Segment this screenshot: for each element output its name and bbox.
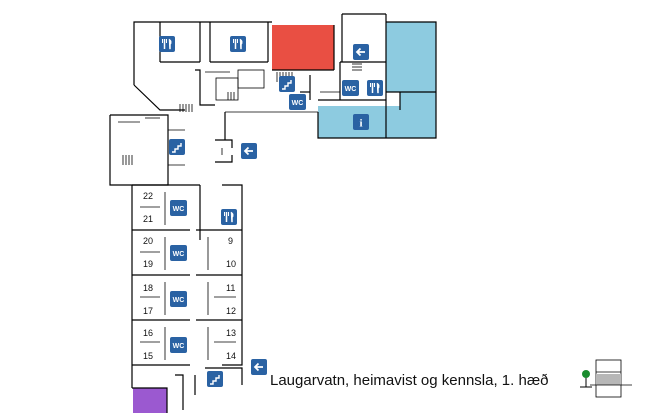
wc-icon[interactable]: WC: [289, 94, 306, 110]
restaurant-icon[interactable]: [367, 80, 383, 96]
wc-icon[interactable]: WC: [170, 200, 187, 216]
svg-text:WC: WC: [173, 297, 185, 304]
you-are-here-marker: [582, 370, 590, 378]
svg-text:WC: WC: [173, 206, 185, 213]
room-number-15: 15: [143, 351, 153, 361]
stairs-icon[interactable]: [279, 76, 295, 92]
room-numbers: 22 21 20 19 18 17 16 15 9 10 11 12 13 14: [143, 191, 236, 361]
svg-text:WC: WC: [292, 100, 304, 107]
room-number-9: 9: [228, 236, 233, 246]
room-number-11: 11: [226, 283, 235, 293]
highlighted-room-purple[interactable]: [133, 388, 167, 413]
room-number-14: 14: [226, 351, 236, 361]
south-wing-walls: [131, 184, 243, 413]
current-floor-indicator: [596, 374, 621, 385]
room-number-22: 22: [143, 191, 153, 201]
building-key-legend: [580, 359, 632, 398]
restaurant-icon[interactable]: [159, 36, 175, 52]
map-title: Laugarvatn, heimavist og kennsla, 1. hæð: [270, 372, 549, 389]
svg-text:WC: WC: [173, 343, 185, 350]
stairs-icon[interactable]: [169, 139, 185, 155]
room-number-19: 19: [143, 259, 153, 269]
central-corridor-walls: [199, 139, 233, 240]
restaurant-icon[interactable]: [230, 36, 246, 52]
room-number-16: 16: [143, 328, 153, 338]
exit-arrow-icon[interactable]: [353, 44, 369, 60]
north-wing-walls: [133, 13, 437, 140]
highlighted-room-blue-lower[interactable]: [400, 92, 436, 138]
exit-arrow-icon[interactable]: [241, 143, 257, 159]
svg-text:i: i: [359, 118, 362, 130]
wc-icon[interactable]: WC: [170, 245, 187, 261]
highlighted-room-red[interactable]: [272, 25, 334, 70]
info-icon[interactable]: i: [353, 114, 369, 130]
svg-text:WC: WC: [173, 251, 185, 258]
room-number-13: 13: [226, 328, 236, 338]
room-number-17: 17: [143, 306, 153, 316]
exit-arrow-icon[interactable]: [251, 359, 267, 375]
svg-text:WC: WC: [345, 86, 357, 93]
room-number-12: 12: [226, 306, 236, 316]
room-number-21: 21: [143, 214, 153, 224]
wc-icon[interactable]: WC: [170, 291, 187, 307]
room-number-20: 20: [143, 236, 153, 246]
stairs-icon[interactable]: [207, 371, 223, 387]
restaurant-icon[interactable]: [221, 209, 237, 225]
wc-icon[interactable]: WC: [170, 337, 187, 353]
wc-icon[interactable]: WC: [342, 80, 359, 96]
highlighted-room-blue-upper[interactable]: [386, 22, 436, 92]
room-number-18: 18: [143, 283, 153, 293]
room-number-10: 10: [226, 259, 236, 269]
